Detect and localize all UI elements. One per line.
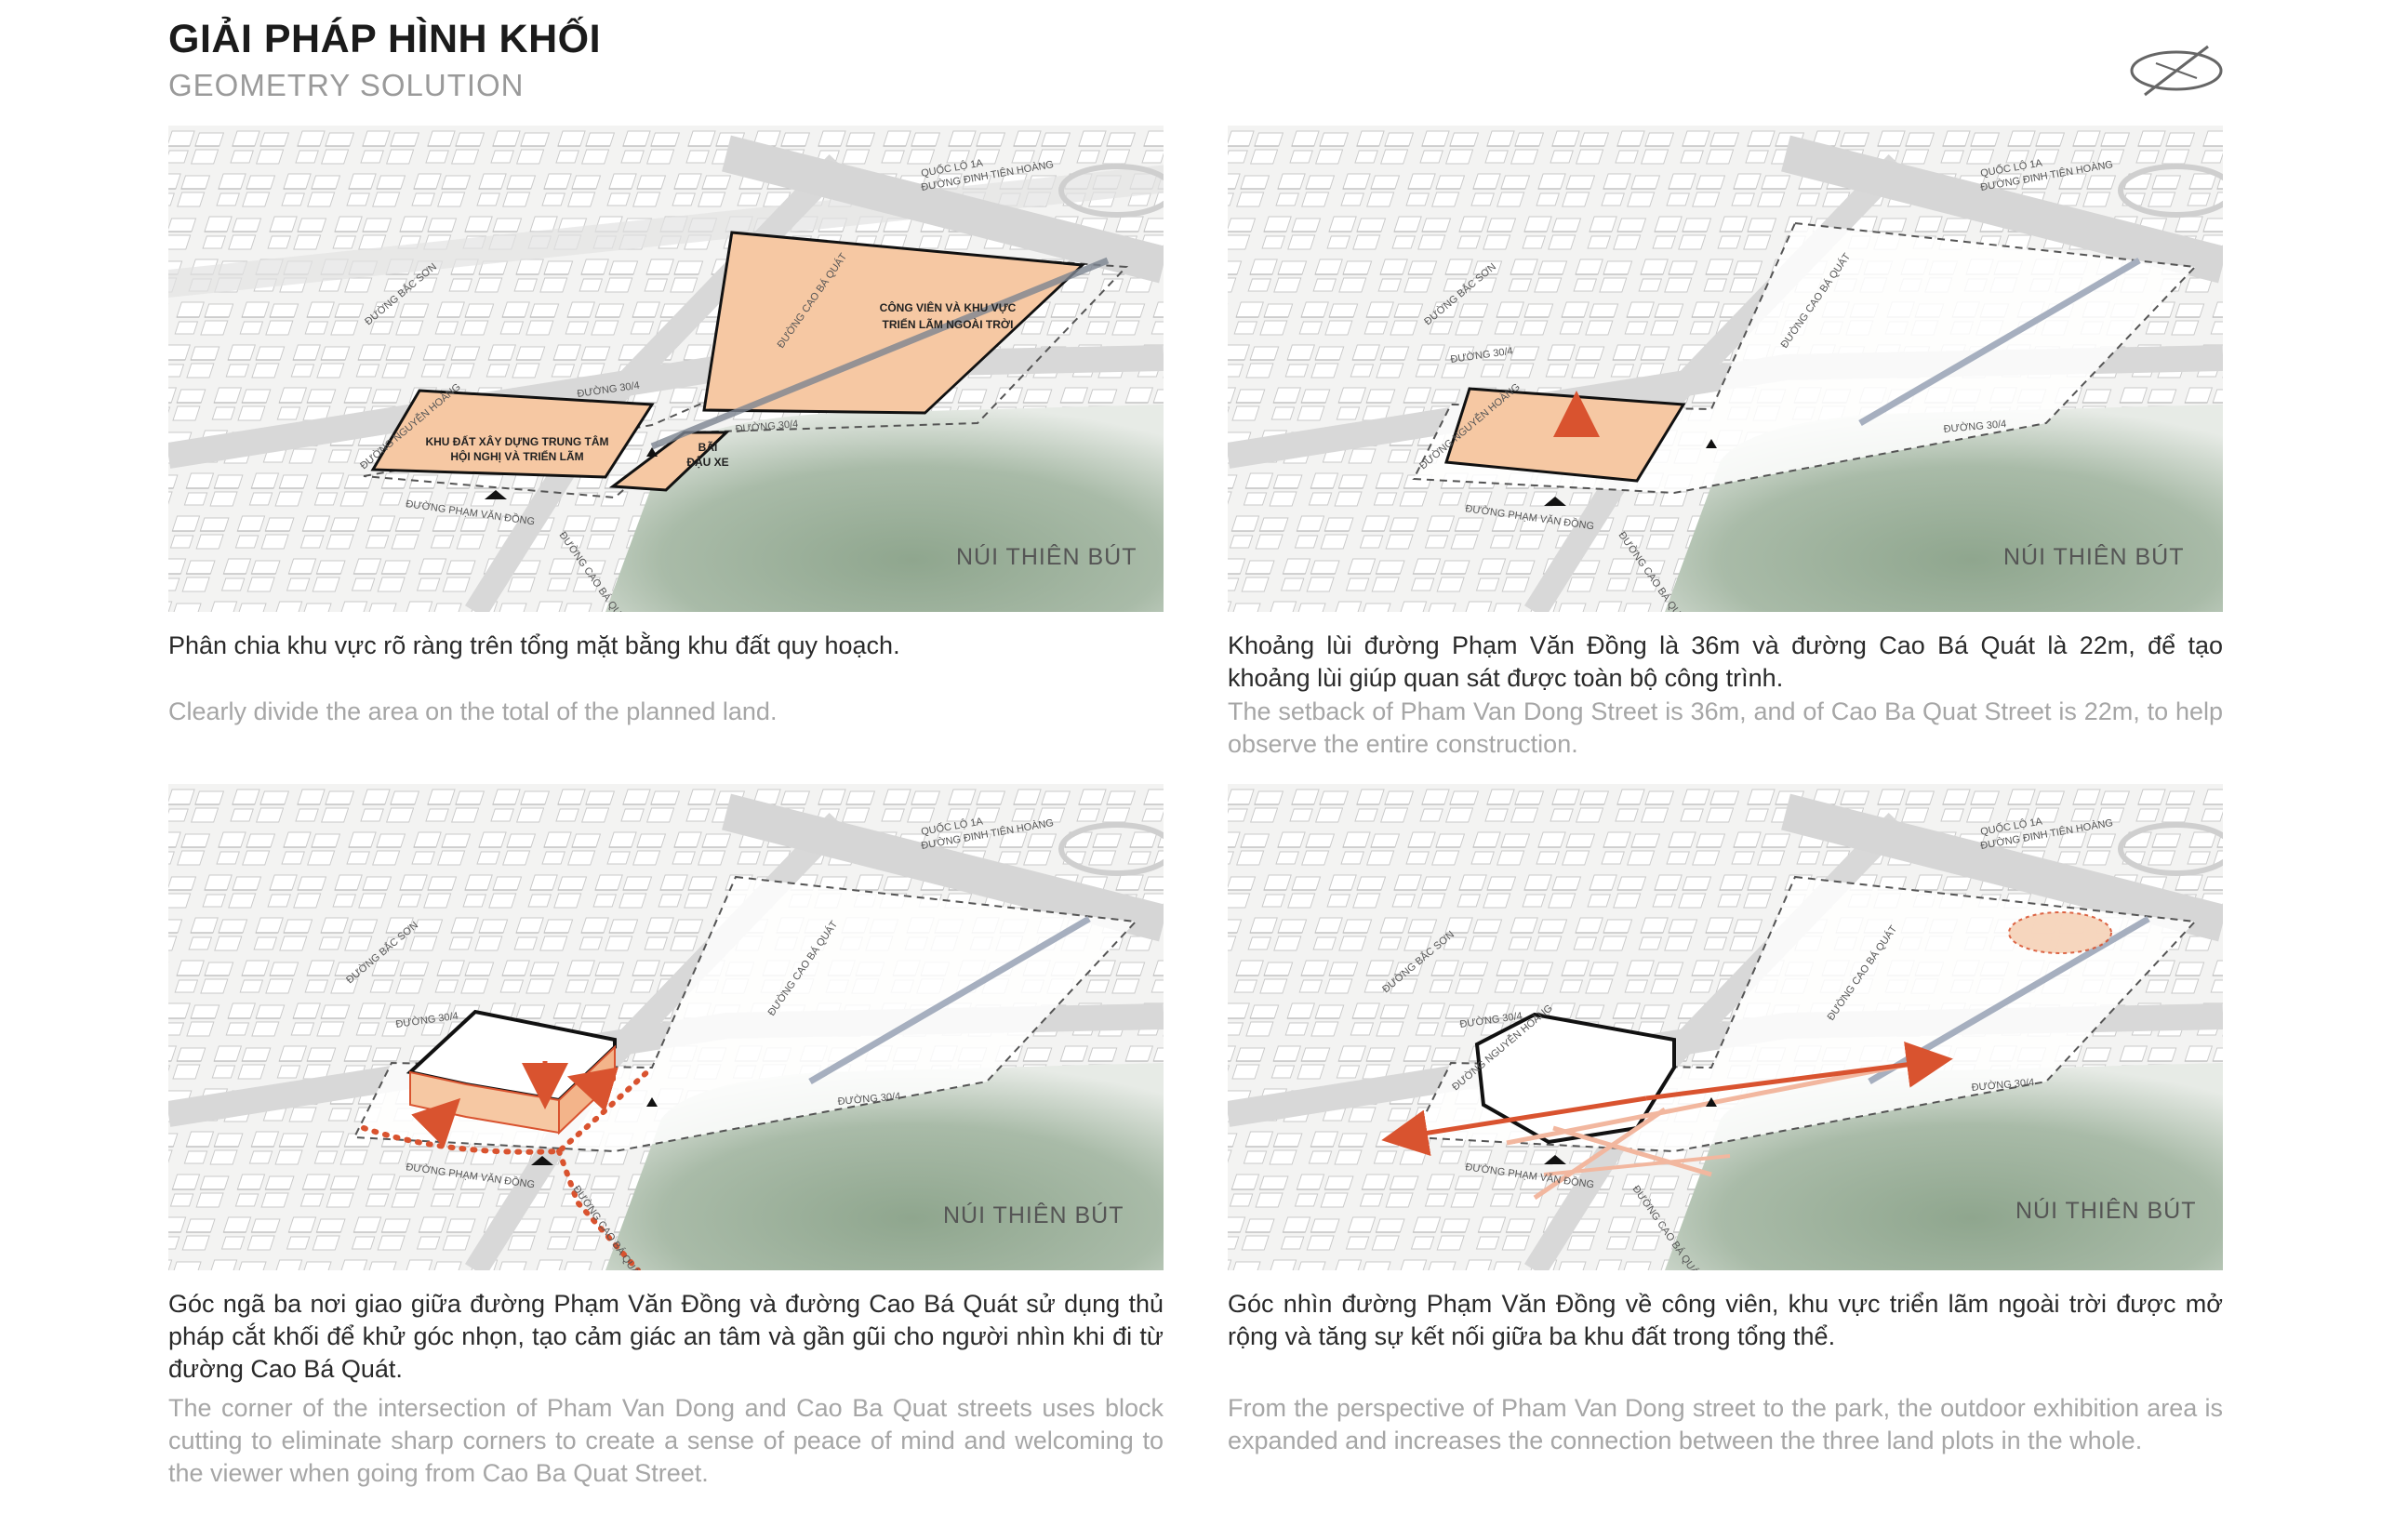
event-ellipse — [2008, 911, 2112, 954]
street-label: ĐƯỜNG 30/4 — [1971, 1076, 2035, 1094]
zone-center — [370, 389, 655, 479]
panel-3-caption-vi: Góc ngã ba nơi giao giữa đường Phạm Văn … — [168, 1290, 1164, 1383]
compass-icon — [2130, 45, 2223, 97]
zone-center-label-2: HỘI NGHỊ VÀ TRIỂN LÃM — [450, 449, 583, 463]
panel-1-caption-en: Clearly divide the area on the total of … — [168, 697, 778, 725]
street-label: ĐƯỜNG 30/4 — [1943, 418, 2007, 435]
zone-parking — [608, 431, 730, 492]
mountain-label: NÚI THIÊN BÚT — [956, 544, 1137, 570]
zone-parking-label-2: ĐẬU XE — [686, 455, 728, 469]
diagram-panel-3: QUỐC LỘ 1A ĐƯỜNG ĐINH TIÊN HOÀNG ĐƯỜNG B… — [168, 784, 1164, 1270]
diagram-panel-4: QUỐC LỘ 1A ĐƯỜNG ĐINH TIÊN HOÀNG ĐƯỜNG B… — [1228, 784, 2223, 1270]
mountain-label: NÚI THIÊN BÚT — [2003, 544, 2185, 570]
zone-park-label-1: CÔNG VIÊN VÀ KHU VỰC — [880, 300, 1017, 314]
zone-parking-label-1: BÃI — [698, 440, 718, 454]
panel-3-caption-en: The corner of the intersection of Pham V… — [168, 1394, 1164, 1487]
mountain-label: NÚI THIÊN BÚT — [943, 1202, 1124, 1228]
street-label: ĐƯỜNG 30/4 — [735, 418, 799, 435]
panel-4-caption-en: From the perspective of Pham Van Dong st… — [1228, 1394, 2223, 1454]
diagram-panel-1: CÔNG VIÊN VÀ KHU VỰC TRIỂN LÃM NGOÀI TRỜ… — [168, 126, 1164, 612]
zone-park — [702, 231, 1086, 415]
page-subtitle: GEOMETRY SOLUTION — [168, 68, 525, 102]
panel-1-caption-vi: Phân chia khu vực rõ ràng trên tổng mặt … — [168, 631, 900, 659]
zone-park-label-2: TRIỂN LÃM NGOÀI TRỜI — [883, 317, 1014, 331]
panel-4-caption-vi: Góc nhìn đường Phạm Văn Đồng về công viê… — [1228, 1290, 2223, 1350]
diagram-panel-2: QUỐC LỘ 1A ĐƯỜNG ĐINH TIÊN HOÀNG ĐƯỜNG B… — [1228, 126, 2223, 612]
zone-center-label-1: KHU ĐẤT XÂY DỰNG TRUNG TÂM — [425, 434, 608, 448]
page-title: GIẢI PHÁP HÌNH KHỐI — [168, 17, 602, 61]
mountain-label: NÚI THIÊN BÚT — [2015, 1198, 2197, 1224]
street-label: ĐƯỜNG 30/4 — [837, 1090, 901, 1108]
panel-2-caption-en: The setback of Pham Van Dong Street is 3… — [1228, 697, 2223, 758]
panel-2-caption-vi: Khoảng lùi đường Phạm Văn Đồng là 36m và… — [1228, 631, 2223, 692]
